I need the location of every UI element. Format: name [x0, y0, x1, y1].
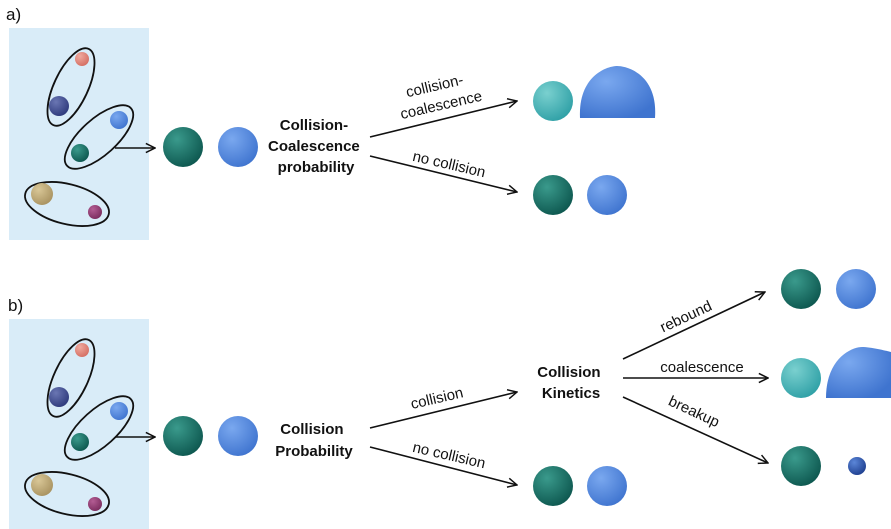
droplet-teal [781, 269, 821, 309]
pair-ellipse [63, 104, 135, 170]
droplet-teal [533, 466, 573, 506]
panel-b-droplet-box [9, 319, 149, 529]
pair-ellipse [46, 338, 96, 418]
droplet-teal [533, 175, 573, 215]
pair-ellipse [46, 47, 96, 127]
droplet-khaki [31, 474, 53, 496]
droplet-teal [781, 446, 821, 486]
droplet-teal [163, 127, 203, 167]
panel-b-label: b) [8, 296, 23, 315]
arrow-no-collision-b [369, 446, 517, 485]
pair-ellipse [24, 181, 110, 227]
droplet-blue [110, 111, 128, 129]
outcome-rebound-label: rebound [658, 298, 715, 337]
droplet-blue [587, 466, 627, 506]
branch-collision-label: collision [409, 384, 465, 413]
droplet-khaki [31, 183, 53, 205]
droplet-coalesced-large [579, 66, 656, 118]
droplet-small-fragment [848, 457, 866, 475]
droplet-salmon [75, 343, 89, 357]
droplet-blue [218, 127, 258, 167]
arrow-no-collision-a [369, 155, 517, 192]
droplet-coalesced-large [826, 347, 891, 398]
droplet-salmon [75, 52, 89, 66]
droplet-blue [587, 175, 627, 215]
arrow-collision-coalescence [369, 101, 517, 138]
outcome-breakup-label: breakup [666, 393, 722, 431]
branch-no-collision-a-label: no collision [411, 148, 487, 181]
panel-a-label: a) [6, 5, 21, 24]
outcome-coalescence-label: coalescence [660, 359, 743, 376]
droplet-plum [88, 497, 102, 511]
droplet-teal [71, 433, 89, 451]
arrow-collision [369, 392, 517, 429]
pair-ellipse [24, 471, 110, 517]
droplet-navy [49, 387, 69, 407]
droplet-teal [163, 416, 203, 456]
droplet-navy [49, 96, 69, 116]
droplet-coalesced-light [781, 358, 821, 398]
droplet-blue [836, 269, 876, 309]
droplet-coalesced-light [533, 81, 573, 121]
branch-collision-coalescence-label: collision- coalescence [394, 68, 484, 123]
collision-kinetics-label: Collision Kinetics [537, 364, 605, 402]
arrow-breakup [622, 396, 768, 463]
pair-ellipse [63, 395, 135, 461]
droplet-plum [88, 205, 102, 219]
droplet-blue [110, 402, 128, 420]
panel-a-droplet-box [9, 28, 149, 240]
collision-coalescence-probability-label: Collision- Coalescence probability [268, 117, 364, 176]
droplet-teal [71, 144, 89, 162]
droplet-blue [218, 416, 258, 456]
collision-probability-label: Collision Probability [275, 421, 353, 460]
arrow-rebound [622, 292, 765, 360]
